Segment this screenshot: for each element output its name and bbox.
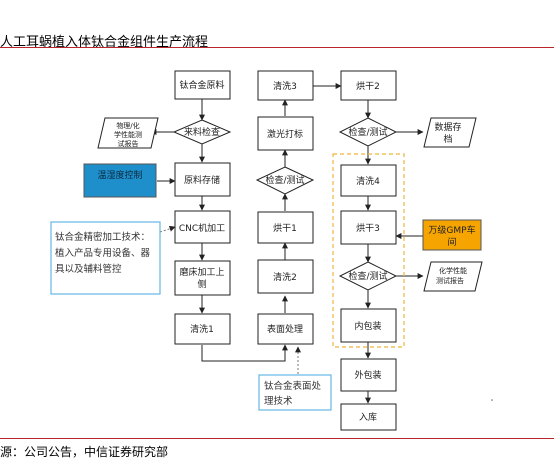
label-incoming-check: 来料检查 — [184, 126, 220, 138]
box-dry2 — [340, 70, 397, 101]
page-title: 人工耳蜗植入体钛合金组件生产流程 — [0, 35, 209, 50]
box-raw-storage — [174, 162, 231, 197]
diamond-inspect-test-1 — [255, 166, 315, 195]
diamond-inspect-test-3 — [338, 261, 398, 291]
box-dry3 — [340, 210, 397, 245]
note-surface-line2: 理技术 — [264, 395, 293, 407]
note-precision-line2: 植入产品专用设备、器 — [55, 247, 151, 259]
note-precision-line3: 具以及辅料管控 — [55, 263, 122, 275]
note-surface-line1: 钛合金表面处 — [264, 380, 322, 392]
label-phys-chem-1: 物理/化 — [116, 121, 139, 130]
label-inspect-test-3: 检查/测试 — [348, 270, 387, 282]
note-precision-line1: 钛合金精密加工技术： — [55, 231, 150, 243]
label-clean4: 清洗4 — [356, 175, 380, 187]
label-surface-treatment: 表面处理 — [267, 323, 303, 335]
cleanroom-region — [332, 153, 405, 348]
label-dry3: 烘干3 — [356, 222, 380, 234]
box-laser-mark — [257, 116, 314, 151]
label-temp-humidity: 温湿度控制 — [97, 169, 142, 181]
source-note: 源：公司公告，中信证券研究部 — [0, 445, 169, 459]
label-data-storage-1: 数据存 — [434, 121, 461, 133]
callout-precision — [50, 221, 161, 295]
box-dry1 — [257, 211, 314, 244]
label-phys-chem-2: 学性能测 — [114, 130, 142, 139]
box-temp-humidity — [83, 163, 157, 198]
diamond-inspect-test-2 — [338, 117, 398, 147]
label-dry2: 烘干2 — [356, 80, 380, 92]
box-clean1 — [174, 313, 231, 345]
box-cnc — [174, 210, 231, 244]
box-clean4 — [340, 164, 397, 197]
diamond-incoming-check — [172, 119, 232, 145]
label-cnc: CNC机加工 — [179, 222, 225, 234]
edge-clean1-to-surface — [201, 344, 288, 362]
report-phys-chem — [97, 117, 159, 149]
label-gmp-1: 万级GMP车 — [428, 224, 475, 236]
label-clean3: 清洗3 — [273, 80, 297, 92]
title-divider — [0, 47, 554, 48]
report-chem — [423, 261, 483, 292]
box-warehouse — [340, 403, 397, 431]
box-surface-treatment — [257, 313, 314, 345]
box-clean3 — [257, 70, 314, 101]
label-raw-material: 钛合金原料 — [179, 79, 224, 91]
label-chem-report-1: 化学性能 — [439, 266, 467, 275]
footer-divider — [0, 438, 554, 439]
box-grinding — [174, 260, 231, 296]
box-clean2 — [257, 259, 314, 294]
label-grinding-2: 侧 — [197, 278, 206, 290]
label-data-storage-2: 档 — [443, 133, 452, 145]
box-outer-pack — [340, 358, 397, 392]
label-clean1: 清洗1 — [190, 323, 214, 335]
callout-surface — [258, 374, 332, 411]
stray-dot — [491, 399, 493, 401]
label-grinding-1: 磨床加工上 — [179, 266, 224, 278]
label-inner-pack: 内包装 — [354, 320, 381, 332]
label-raw-storage: 原料存储 — [184, 174, 220, 186]
box-gmp-workshop — [422, 219, 482, 251]
label-inspect-test-2: 检查/测试 — [348, 126, 387, 138]
box-inner-pack — [340, 308, 397, 343]
label-phys-chem-3: 试报告 — [118, 139, 139, 148]
edge-note-to-cnc — [159, 225, 176, 233]
label-clean2: 清洗2 — [273, 271, 297, 283]
label-chem-report-2: 测试报告 — [436, 276, 464, 285]
label-outer-pack: 外包装 — [354, 369, 381, 381]
label-inspect-test-1: 检查/测试 — [265, 174, 304, 186]
label-gmp-2: 间 — [447, 236, 456, 248]
label-dry1: 烘干1 — [273, 222, 297, 234]
report-data-storage — [423, 117, 477, 148]
box-raw-material — [174, 70, 231, 100]
label-warehouse: 入库 — [359, 411, 377, 423]
label-laser-mark: 激光打标 — [267, 128, 303, 140]
